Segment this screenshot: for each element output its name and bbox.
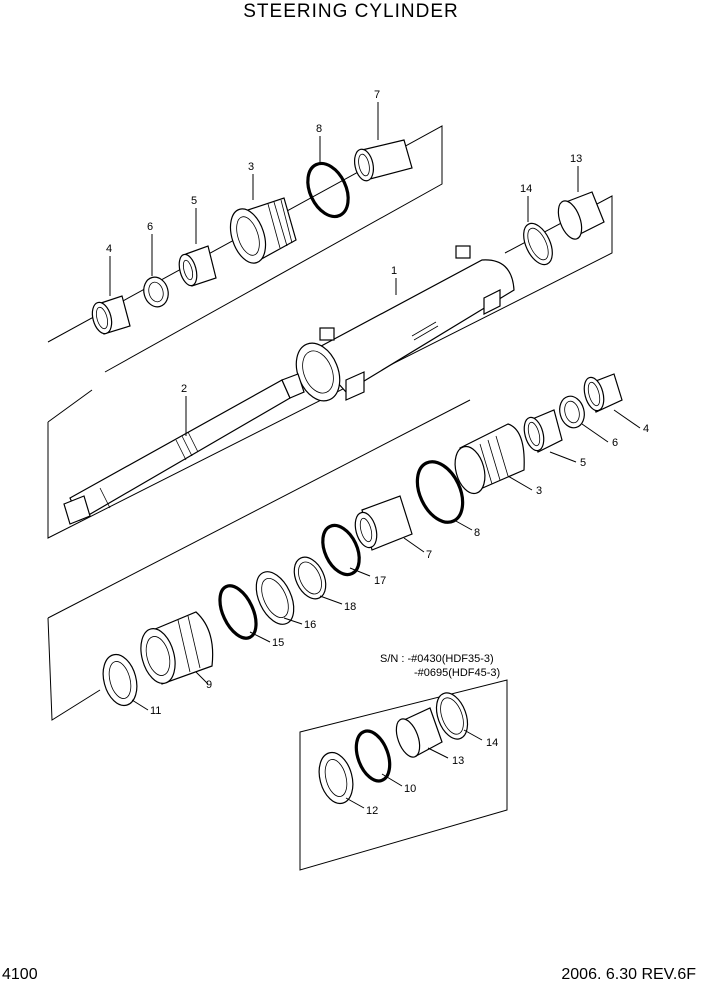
- label-14-alt: 14: [486, 737, 498, 749]
- part-8-oring-right: [415, 460, 473, 531]
- part-5-bushing: [178, 208, 217, 287]
- part-7-sleeve-right: [354, 495, 425, 553]
- part-15-oring: [218, 584, 271, 643]
- part-7-sleeve: [353, 102, 413, 182]
- part-1-cylinder-tube: [295, 245, 515, 402]
- revision-footer: 2006. 6.30 REV.6F: [561, 966, 696, 983]
- serial-note-frame: [299, 679, 508, 871]
- part-13-split-ring-alt: [395, 707, 449, 759]
- part-4-wiper: [91, 256, 131, 335]
- page-number: 4100: [2, 966, 38, 983]
- part-18-backup-ring: [293, 556, 343, 605]
- part-17-oring: [321, 523, 371, 577]
- label-18: 18: [344, 601, 356, 613]
- label-6-right: 6: [612, 437, 618, 449]
- label-4: 4: [106, 243, 112, 255]
- label-7-right: 7: [426, 549, 432, 561]
- part-8-oring: [306, 136, 350, 219]
- part-3-gland: [229, 174, 297, 264]
- lower-assembly-frame: [47, 399, 471, 721]
- label-6: 6: [147, 221, 153, 233]
- label-13-alt: 13: [452, 755, 464, 767]
- part-16-seal: [255, 571, 303, 625]
- part-6-seal-right: [559, 395, 609, 443]
- part-11-wear-ring: [102, 653, 149, 711]
- label-2: 2: [181, 383, 187, 395]
- part-9-piston: [140, 611, 214, 685]
- label-3-right: 3: [536, 485, 542, 497]
- label-15: 15: [272, 637, 284, 649]
- label-9: 9: [206, 679, 212, 691]
- part-6-seal: [143, 234, 169, 308]
- part-14-snap-ring: [523, 196, 553, 266]
- part-5-bushing-right: [523, 409, 577, 463]
- label-16: 16: [304, 619, 316, 631]
- page-title: STEERING CYLINDER: [243, 1, 459, 22]
- label-5-right: 5: [580, 457, 586, 469]
- label-10: 10: [404, 783, 416, 795]
- label-8-right: 8: [474, 527, 480, 539]
- part-10-oring: [354, 729, 403, 787]
- part-3-gland-right: [454, 423, 533, 495]
- label-8: 8: [316, 123, 322, 135]
- part-14-snap-ring-alt: [435, 692, 483, 741]
- part-2-piston-rod: [63, 373, 305, 525]
- label-5: 5: [191, 195, 197, 207]
- label-17: 17: [374, 575, 386, 587]
- serial-note-line2: -#0695(HDF45-3): [414, 667, 500, 679]
- label-11: 11: [150, 705, 161, 717]
- label-4-right: 4: [643, 423, 649, 435]
- part-12-seal: [318, 751, 365, 809]
- label-3: 3: [248, 161, 254, 173]
- label-13: 13: [570, 153, 582, 165]
- label-14: 14: [520, 183, 532, 195]
- label-1: 1: [391, 265, 397, 277]
- serial-note-line1: S/N : -#0430(HDF35-3): [380, 653, 494, 665]
- label-7: 7: [374, 89, 380, 101]
- part-13-split-ring: [557, 166, 605, 240]
- label-12: 12: [366, 805, 378, 817]
- part-4-wiper-right: [583, 373, 641, 429]
